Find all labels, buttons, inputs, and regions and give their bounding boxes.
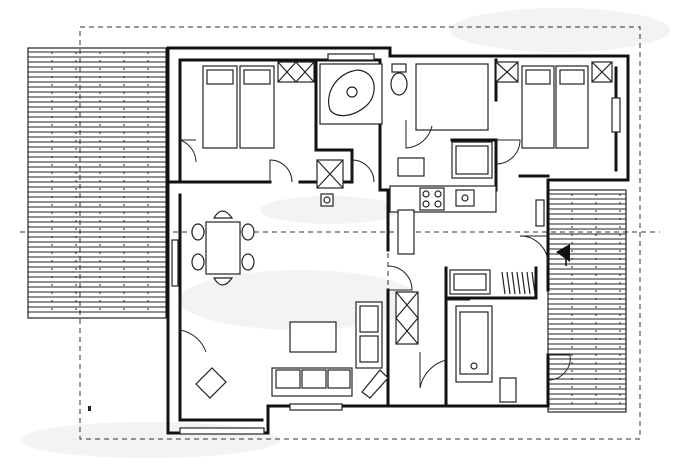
deck-hatching-icon (28, 51, 166, 316)
shelf-slat (511, 271, 516, 295)
toilet-icon (390, 63, 408, 96)
toilet-icon (499, 377, 517, 403)
bed-icon (521, 65, 589, 149)
bedroom-right (495, 61, 613, 149)
dining-area (191, 210, 255, 286)
bedroom-left (202, 61, 315, 149)
plot-boundary (79, 26, 641, 440)
shower-room (395, 269, 536, 403)
entry-arrow-icon (556, 244, 570, 266)
kitchen (389, 185, 497, 255)
shower-icon (455, 305, 493, 383)
chair-icon (195, 367, 227, 399)
terrace-right (547, 189, 627, 413)
shelf-slat (516, 271, 521, 295)
wardrobe-icon (395, 291, 419, 345)
living-area (195, 301, 389, 399)
shelf-slat (501, 271, 506, 295)
corridor-storage (397, 63, 493, 179)
deck-hatching-icon (548, 193, 626, 410)
shelf-slat (521, 271, 526, 295)
bathtub-icon (319, 63, 383, 125)
bathroom (316, 63, 408, 207)
wardrobe-icon (277, 61, 315, 83)
windows (171, 53, 621, 435)
bed-icon (202, 65, 275, 149)
sofa-icon (271, 301, 389, 399)
wardrobe-icon (495, 61, 613, 83)
shelf-slat (526, 271, 531, 295)
sink-icon (316, 159, 344, 207)
sink-icon (455, 189, 475, 207)
shelf-slat (506, 271, 511, 295)
shelf-icon (501, 271, 536, 295)
survey-mark (88, 406, 91, 411)
shelf-slat (531, 271, 536, 295)
terrace-left (27, 47, 167, 319)
chair-icon (191, 210, 255, 286)
door-swing-icon (179, 120, 571, 389)
stove-icon (419, 187, 445, 211)
table-icon (205, 221, 241, 275)
fridge-icon (449, 269, 491, 295)
